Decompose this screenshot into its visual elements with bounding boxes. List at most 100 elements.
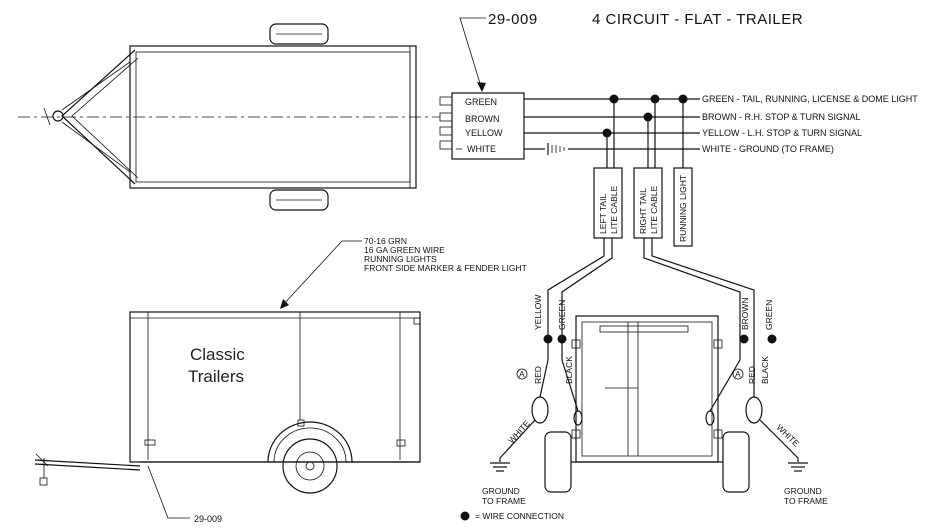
yellow-wire-function: YELLOW - L.H. STOP & TURN SIGNAL (702, 128, 862, 138)
diagram-title: 29-009 4 CIRCUIT - FLAT - TRAILER (459, 11, 803, 92)
side-note-3: RUNNING LIGHTS (364, 254, 437, 264)
side-tongue-top (34, 459, 141, 467)
splice-dot-left-green (557, 334, 567, 344)
side-wheel-rim (295, 451, 325, 481)
right-mark-circle (732, 368, 744, 380)
tongue-brace-bottom (61, 121, 131, 173)
left-ground-wire (499, 419, 536, 459)
license-light-right (705, 410, 715, 426)
left-mark: A (519, 369, 525, 379)
side-note-leader (281, 240, 362, 307)
left-mark-circle (516, 368, 528, 380)
rear-wheel-left (544, 431, 572, 493)
splice-dot-left-yellow (543, 334, 553, 344)
right-cable-run-b (651, 238, 755, 360)
right-mark: A (735, 369, 741, 379)
side-tongue-bottom (34, 463, 141, 471)
right-wire-a: BROWN (740, 297, 750, 330)
right-lead-a: RED (747, 366, 757, 384)
left-yellow-lead (539, 359, 549, 398)
left-cable-run-a (547, 238, 605, 360)
wheel-left-top (269, 23, 329, 45)
side-wheel (282, 438, 338, 494)
title-part-number: 29-009 (488, 11, 538, 28)
splice-dot-right-brown (739, 334, 749, 344)
left-ground-label-1: GROUND (482, 486, 520, 496)
connector-pin-3 (439, 126, 453, 136)
license-light-left (573, 410, 583, 426)
left-lead-a: RED (533, 366, 543, 384)
brand-line-1: Classic (190, 345, 245, 364)
pin-label-green: GREEN (465, 97, 497, 107)
right-ground-label-1: GROUND (784, 486, 822, 496)
left-ground-wire-label: WHITE (506, 418, 532, 445)
right-cable-label-2: LITE CABLE (649, 185, 659, 234)
rear-hinge-br (713, 429, 723, 439)
tongue-frame-inner (71, 57, 139, 179)
trailer-rear-view: YELLOW GREEN RED BLACK A BROWN GREEN RED… (482, 295, 828, 506)
trailer-top-view (18, 23, 440, 211)
right-cable-run-a (643, 238, 741, 360)
right-tail-cable-box (633, 167, 663, 239)
side-note-4: FRONT SIDE MARKER & FENDER LIGHT (364, 263, 527, 273)
trailer-body-top (129, 45, 417, 189)
splice-dot-right-green (767, 334, 777, 344)
hitch-coupler (52, 110, 64, 122)
connector-pin-2 (439, 112, 453, 122)
flat-connector: GREEN BROWN YELLOW WHITE (439, 92, 525, 160)
pin-label-yellow: YELLOW (465, 128, 503, 138)
connector-pin-4 (439, 140, 453, 150)
rear-marker-light (413, 317, 421, 325)
rear-hinge-tl (571, 339, 581, 349)
harness-label: 29-009 (194, 514, 222, 524)
side-note-arrow (280, 299, 289, 309)
brand-line-2: Trailers (188, 367, 244, 386)
white-wire-function: WHITE - GROUND (TO FRAME) (702, 144, 834, 154)
connector-pin-1 (439, 96, 453, 106)
left-green-lead (561, 359, 579, 412)
right-brown-lead (709, 359, 741, 412)
connector-body (451, 92, 525, 160)
title-description: 4 CIRCUIT - FLAT - TRAILER (592, 11, 803, 28)
right-wire-b: GREEN (764, 300, 774, 330)
left-cable-label-2: LITE CABLE (609, 185, 619, 234)
tail-light-right (745, 396, 763, 424)
rear-door-frame (575, 315, 719, 463)
rear-hinge-tr (713, 339, 723, 349)
pin-label-brown: BROWN (465, 114, 500, 124)
fender-inner (273, 427, 347, 463)
left-cable-label-1: LEFT TAIL (598, 194, 608, 234)
hitch-chain (43, 107, 51, 126)
left-tail-cable-box (593, 167, 623, 239)
tongue-brace-top (61, 61, 131, 111)
harness-leader (147, 465, 190, 519)
running-light-label: RUNNING LIGHT (678, 175, 688, 242)
legend: = WIRE CONNECTION (460, 511, 564, 521)
side-wheel-hub (305, 461, 315, 471)
rear-wheel-right (722, 431, 750, 493)
title-leader (459, 17, 486, 91)
right-ground-wire (759, 419, 799, 459)
wheel-right-top (269, 189, 329, 211)
tongue-frame-outer (61, 49, 136, 185)
fender (267, 421, 353, 463)
side-hitch (35, 453, 49, 467)
left-cable-run-b (561, 238, 613, 360)
jack-foot (39, 477, 48, 486)
wire-bus: GREEN - TAIL, RUNNING, LICENSE & DOME LI… (524, 94, 918, 168)
left-wire-b: GREEN (557, 300, 567, 330)
right-ground-wire-label: WHITE (775, 422, 802, 448)
rear-side-light (396, 439, 406, 447)
side-note-1: 70-16 GRN (364, 236, 407, 246)
left-wire-a: YELLOW (533, 295, 543, 330)
rear-door-inner (581, 321, 713, 457)
left-lead-b: BLACK (564, 356, 574, 384)
brown-wire-function: BROWN - R.H. STOP & TURN SIGNAL (702, 112, 861, 122)
right-ground-label-2: TO FRAME (784, 496, 828, 506)
green-wire-function: GREEN - TAIL, RUNNING, LICENSE & DOME LI… (702, 94, 918, 104)
legend-text: = WIRE CONNECTION (475, 511, 564, 521)
legend-dot (460, 511, 470, 521)
trailer-side-view: Classic Trailers 70-16 GRN 16 GA GREEN W… (34, 236, 527, 524)
running-light-box (673, 167, 693, 247)
